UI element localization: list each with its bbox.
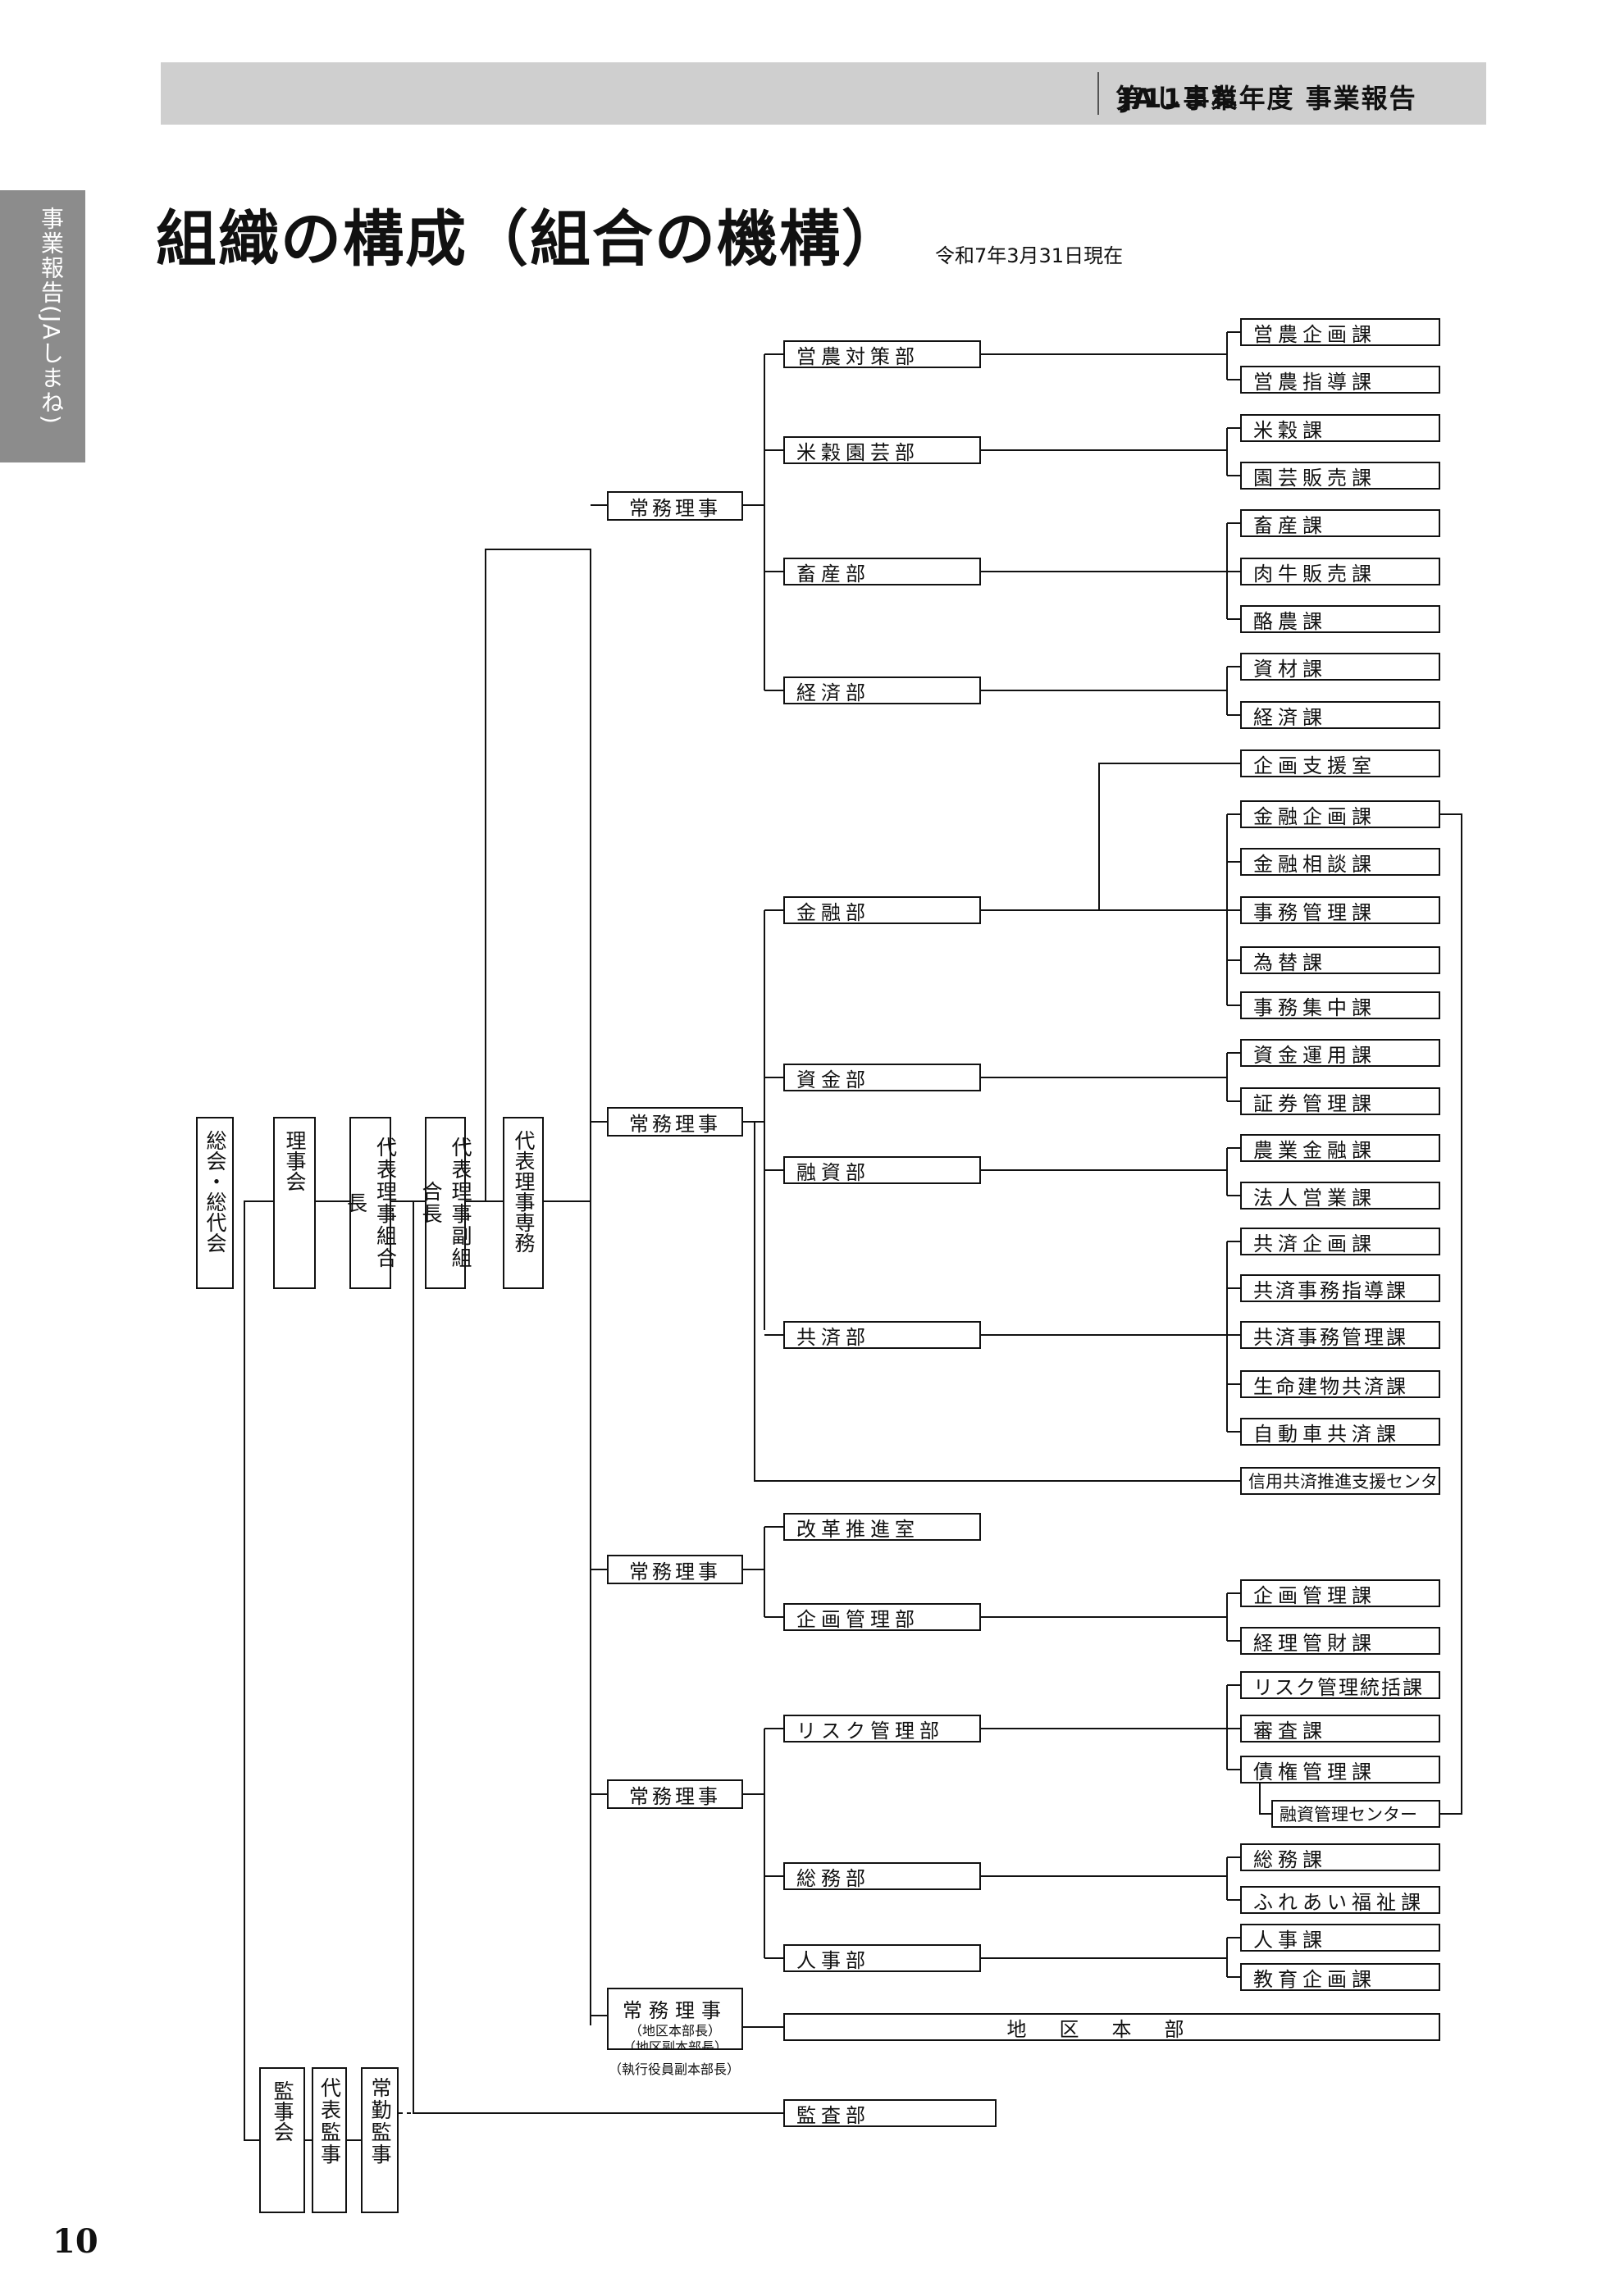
header-divider <box>1097 72 1099 115</box>
box-representative-auditor: 代表監事 <box>312 2067 347 2213</box>
box-managing-director-1: 常務理事 <box>607 491 743 521</box>
box-managing-director-4: 常務理事 <box>607 1779 743 1809</box>
sec-shinyo-kyosai-center: 信用共済推進支援センター <box>1240 1467 1440 1495</box>
sec-saiken-kanri: 債権管理課 <box>1240 1756 1440 1784</box>
dept-jinji: 人事部 <box>783 1944 981 1972</box>
box-president: 代表理事組合長 <box>344 1117 398 1289</box>
dept-somu: 総務部 <box>783 1862 981 1890</box>
sec-kinyu-kikaku: 金融企画課 <box>1240 800 1440 828</box>
sec-kyoiku-kikaku: 教育企画課 <box>1240 1963 1440 1991</box>
sec-jinji: 人事課 <box>1240 1924 1440 1952</box>
box-managing-director-2: 常務理事 <box>607 1107 743 1137</box>
sec-nogyo-kinyu: 農業金融課 <box>1240 1134 1440 1162</box>
header-report-title: 第11事業年度 事業報告 <box>1115 83 1417 114</box>
dept-shikin: 資金部 <box>783 1064 981 1091</box>
box-managing-director-3: 常務理事 <box>607 1555 743 1584</box>
dept-yushi: 融資部 <box>783 1156 981 1184</box>
sec-chikusan: 畜産課 <box>1240 509 1440 537</box>
box-board-of-directors: 理事会 <box>273 1117 316 1289</box>
managing-director-5-note2: （地区副本部長） <box>622 2039 728 2050</box>
sec-risk-tokatsu: リスク管理統括課 <box>1240 1671 1440 1699</box>
box-senior-managing: 代表理事専務 <box>503 1117 544 1289</box>
executive-note: （執行役員副本部長） <box>609 2061 741 2077</box>
page-number: 10 <box>52 2222 98 2261</box>
sec-keizai: 経済課 <box>1240 701 1440 729</box>
dept-kikaku-kanri: 企画管理部 <box>783 1603 981 1631</box>
sec-jimu-shuchu: 事務集中課 <box>1240 991 1440 1019</box>
sec-hojin-eigyo: 法人営業課 <box>1240 1182 1440 1210</box>
header-org-name: JAしまね <box>1121 83 1239 114</box>
sec-engei-hanbai: 園芸販売課 <box>1240 462 1440 490</box>
sec-beikoku: 米穀課 <box>1240 414 1440 442</box>
sec-kikaku-kanri: 企画管理課 <box>1240 1579 1440 1607</box>
sec-shinsa: 審査課 <box>1240 1715 1440 1742</box>
box-vice-president: 代表理事副組合長 <box>419 1117 472 1289</box>
box-fulltime-auditor: 常勤監事 <box>361 2067 399 2213</box>
dept-kansa: 監査部 <box>783 2099 997 2127</box>
dept-keizai: 経済部 <box>783 676 981 704</box>
side-tab-label: 事業報告(JAしまね) <box>38 207 65 426</box>
dept-kaikaku: 改革推進室 <box>783 1513 981 1541</box>
sec-kikaku-shien: 企画支援室 <box>1240 749 1440 777</box>
sec-kinyu-sodan: 金融相談課 <box>1240 848 1440 876</box>
dept-chiku-honbu: 地区本部 <box>783 2013 1440 2041</box>
sec-eino-kikaku: 営農企画課 <box>1240 318 1440 346</box>
sec-kyosai-jimu-kanri: 共済事務管理課 <box>1240 1321 1440 1349</box>
dept-risk-kanri: リスク管理部 <box>783 1715 981 1742</box>
sec-keiri-kanzai: 経理管財課 <box>1240 1627 1440 1655</box>
sec-jimu-kanri: 事務管理課 <box>1240 896 1440 924</box>
sec-shoken-kanri: 証券管理課 <box>1240 1087 1440 1115</box>
sec-kyosai-jimu-shido: 共済事務指導課 <box>1240 1274 1440 1302</box>
sec-shikin-unyo: 資金運用課 <box>1240 1039 1440 1067</box>
dept-beikoku-engei: 米穀園芸部 <box>783 436 981 464</box>
box-managing-director-5: 常務理事 （地区本部長） （地区副本部長） <box>607 1988 743 2050</box>
sec-kyosai-kikaku: 共済企画課 <box>1240 1228 1440 1255</box>
sec-fureai-fukushi: ふれあい福祉課 <box>1240 1886 1440 1914</box>
as-of-date: 令和7年3月31日現在 <box>935 244 1124 267</box>
managing-director-5-note1: （地区本部長） <box>628 2023 721 2039</box>
dept-kinyu: 金融部 <box>783 896 981 924</box>
box-board-of-auditors: 監事会 <box>259 2067 305 2213</box>
sec-kawase: 為替課 <box>1240 946 1440 974</box>
dept-chikusan: 畜産部 <box>783 558 981 585</box>
header-band <box>161 62 1486 125</box>
page-title: 組織の構成（組合の機構） <box>156 204 904 275</box>
sec-eino-shido: 営農指導課 <box>1240 366 1440 394</box>
box-general-meeting: 総会・総代会 <box>196 1117 234 1289</box>
sec-seimei-tatemono: 生命建物共済課 <box>1240 1370 1440 1398</box>
sec-yushi-kanri-center: 融資管理センター <box>1271 1800 1440 1828</box>
sec-rakuno: 酪農課 <box>1240 605 1440 633</box>
side-tab <box>0 190 85 462</box>
sec-somu: 総務課 <box>1240 1843 1440 1871</box>
managing-director-5-label: 常務理事 <box>623 1999 728 2022</box>
sec-shizai: 資材課 <box>1240 653 1440 681</box>
sec-jidosha-kyosai: 自動車共済課 <box>1240 1418 1440 1446</box>
sec-nikugyu-hanbai: 肉牛販売課 <box>1240 558 1440 585</box>
dept-eino-taisaku: 営農対策部 <box>783 340 981 368</box>
dept-kyosai: 共済部 <box>783 1321 981 1349</box>
